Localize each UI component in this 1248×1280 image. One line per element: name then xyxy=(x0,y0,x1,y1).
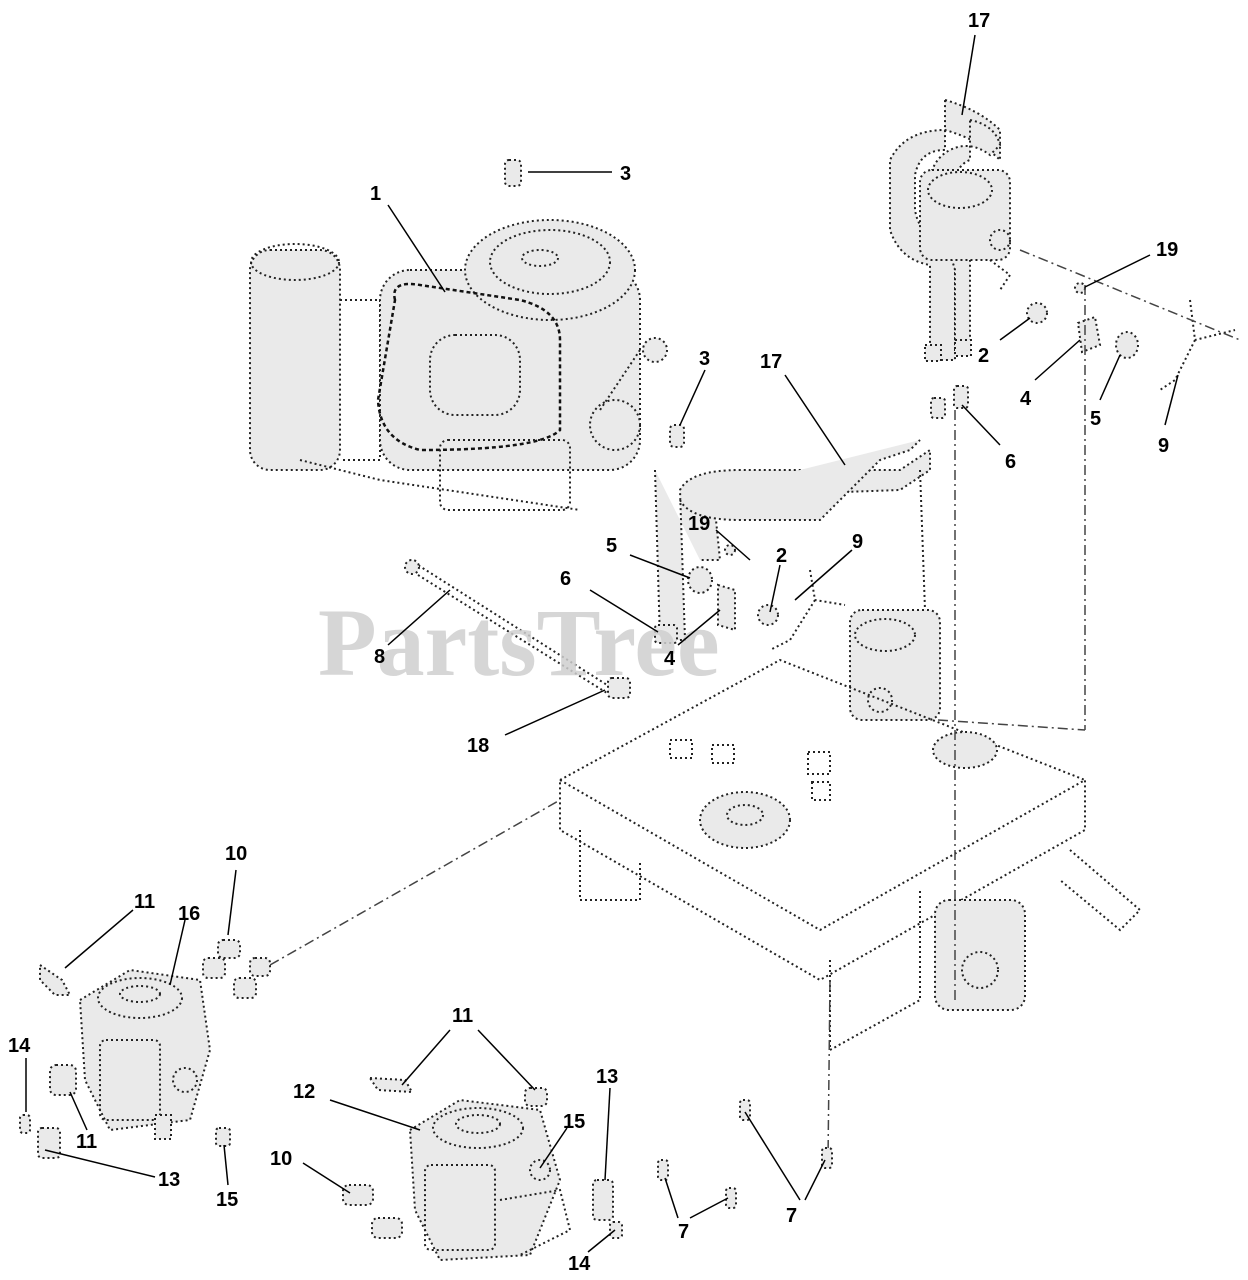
callout-1: 1 xyxy=(370,183,381,205)
callout-19-mid: 19 xyxy=(688,513,710,535)
hidden-line-d xyxy=(827,979,831,1161)
fitting-upper-b[interactable] xyxy=(953,385,969,409)
watermark: PartsTree xyxy=(318,589,720,696)
pin-upper[interactable] xyxy=(1074,282,1086,294)
callout-3-mid: 3 xyxy=(699,348,710,370)
callout-6-mid: 6 xyxy=(560,568,571,590)
lever-mid[interactable] xyxy=(769,569,846,651)
pin-7b[interactable] xyxy=(725,1187,737,1209)
callout-11-lower: 11 xyxy=(76,1131,97,1153)
engine[interactable] xyxy=(249,219,668,511)
callout-17-top: 17 xyxy=(968,10,990,32)
fitting-center-b[interactable] xyxy=(524,1087,548,1107)
clip-left-a[interactable] xyxy=(19,1114,31,1134)
callout-13-left: 13 xyxy=(158,1169,180,1191)
hidden-line-a xyxy=(1019,249,1241,341)
fitting-center-a[interactable] xyxy=(368,1076,414,1094)
fitting-upper-a[interactable] xyxy=(930,397,946,419)
fitting-left-b[interactable] xyxy=(217,939,241,959)
frame[interactable] xyxy=(559,658,1142,1052)
callout-4-top: 4 xyxy=(1020,388,1032,410)
nut-mid[interactable] xyxy=(757,604,779,626)
callout-9-mid: 9 xyxy=(852,531,863,553)
hydro-pump-lower[interactable] xyxy=(654,439,941,721)
callout-16: 16 xyxy=(178,903,200,925)
leader-lines xyxy=(25,34,1179,1253)
callout-10-center: 10 xyxy=(270,1148,292,1170)
callout-18: 18 xyxy=(467,735,489,757)
bracket-upper[interactable] xyxy=(1076,315,1102,354)
callout-19-top: 19 xyxy=(1156,239,1178,261)
clip-left-c[interactable] xyxy=(215,1127,231,1147)
callout-13-center: 13 xyxy=(596,1066,618,1088)
callout-3-top: 3 xyxy=(620,163,631,185)
callout-11-center: 11 xyxy=(452,1005,473,1027)
hose-fitting-left[interactable] xyxy=(39,963,72,996)
clip-mid[interactable] xyxy=(669,424,685,448)
fitting-left-d[interactable] xyxy=(249,957,271,977)
callout-5-mid: 5 xyxy=(606,535,617,557)
pump-assembly-center[interactable] xyxy=(408,1098,572,1262)
callout-2-top: 2 xyxy=(978,345,989,367)
pin-7a[interactable] xyxy=(657,1159,669,1181)
elbow-center-a[interactable] xyxy=(342,1184,374,1206)
callout-2-mid: 2 xyxy=(776,545,787,567)
callout-9-top: 9 xyxy=(1158,435,1169,457)
callout-8: 8 xyxy=(374,646,385,668)
callout-labels: 17 3 1 19 2 4 5 9 6 3 17 19 5 2 9 6 4 8 … xyxy=(8,10,1178,1275)
callout-4-mid: 4 xyxy=(664,648,676,670)
hidden-line-e xyxy=(269,799,561,966)
clip-left-b[interactable] xyxy=(37,1127,61,1159)
callout-7-right: 7 xyxy=(786,1205,797,1227)
callout-14-left: 14 xyxy=(8,1035,31,1057)
elbow-center-b[interactable] xyxy=(371,1217,403,1239)
callout-7-left: 7 xyxy=(678,1221,689,1243)
pin-mid[interactable] xyxy=(724,544,736,556)
callout-12: 12 xyxy=(293,1081,315,1103)
clip-center-b[interactable] xyxy=(609,1221,623,1239)
callout-10-left: 10 xyxy=(225,843,247,865)
clip-center-a[interactable] xyxy=(592,1179,614,1221)
pin-7d[interactable] xyxy=(821,1147,833,1169)
control-rod[interactable] xyxy=(404,559,631,699)
bushing-mid[interactable] xyxy=(687,566,713,594)
callout-17-mid: 17 xyxy=(760,351,782,373)
bracket-mid[interactable] xyxy=(717,583,736,632)
fitting-left-c[interactable] xyxy=(233,977,257,999)
callout-6-top: 6 xyxy=(1005,451,1016,473)
nut-upper[interactable] xyxy=(1026,302,1048,324)
pump-assembly-left[interactable] xyxy=(78,968,212,1140)
bushing-upper[interactable] xyxy=(1115,331,1139,359)
callout-15-left: 15 xyxy=(216,1189,238,1211)
hidden-line-f xyxy=(937,719,1086,731)
callout-11-left: 11 xyxy=(134,891,155,913)
lever-upper[interactable] xyxy=(1159,299,1236,391)
clip-upper[interactable] xyxy=(504,159,522,187)
hydro-pump-upper[interactable] xyxy=(889,98,1012,362)
elbow-left[interactable] xyxy=(49,1064,77,1096)
callout-5-top: 5 xyxy=(1090,408,1101,430)
callout-14-center: 14 xyxy=(568,1253,591,1275)
fitting-left-a[interactable] xyxy=(202,957,226,979)
callout-15-center: 15 xyxy=(563,1111,585,1133)
fitting-mid[interactable] xyxy=(654,624,678,644)
